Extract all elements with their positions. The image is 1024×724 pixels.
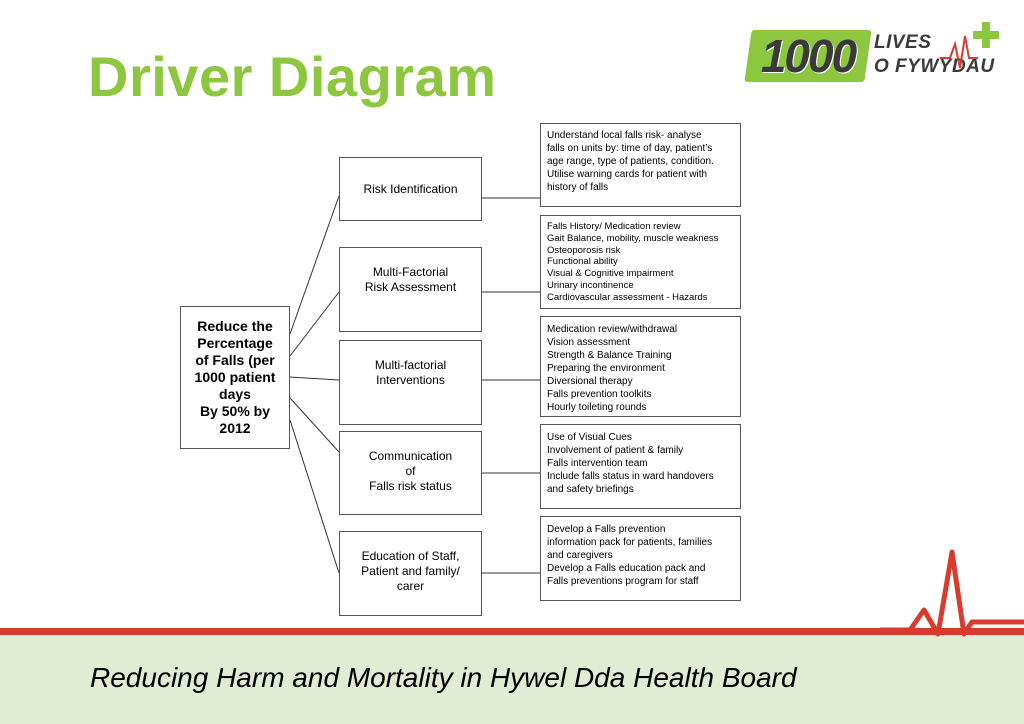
- driver-label: Interventions: [376, 373, 445, 387]
- footer-band: [0, 632, 1024, 724]
- goal-line: By 50% by: [199, 403, 271, 419]
- driver-label: of: [405, 464, 416, 478]
- driver-label: Multi-Factorial: [372, 265, 449, 279]
- driver-label: Falls risk status: [369, 479, 452, 493]
- driver-communication: Communication of Falls risk status: [339, 431, 482, 515]
- connector-goal-driver-5: [289, 419, 340, 574]
- goal-line: Percentage: [197, 335, 273, 351]
- change-idea-line: Falls prevention toolkits: [547, 389, 652, 400]
- change-idea-line: history of falls: [547, 182, 609, 193]
- driver-label: Risk Identification: [363, 181, 458, 196]
- driver-label: Risk Assessment: [364, 280, 457, 294]
- change-ideas-communication: Use of Visual Cues Involvement of patien…: [540, 424, 741, 509]
- change-idea-line: Hourly toileting rounds: [547, 402, 647, 413]
- connector-goal-driver-3: [289, 376, 340, 381]
- driver-label: Multi-factorial: [374, 358, 447, 372]
- change-ideas-education: Develop a Falls prevention information p…: [540, 516, 741, 601]
- change-idea-line: Medication review/withdrawal: [547, 324, 678, 335]
- goal-line: 1000 patient: [194, 369, 276, 385]
- change-idea-line: Develop a Falls prevention: [547, 524, 666, 535]
- change-ideas-risk-identification: Understand local falls risk- analyse fal…: [540, 123, 741, 207]
- goal-box: Reduce the Percentage of Falls (per 1000…: [180, 306, 290, 449]
- change-idea-line: Involvement of patient & family: [547, 445, 684, 456]
- goal-line: 2012: [219, 420, 251, 436]
- change-idea-line: Vision assessment: [547, 337, 631, 348]
- driver-risk-identification: Risk Identification: [339, 157, 482, 221]
- change-idea-line: Visual & Cognitive impairment: [547, 268, 674, 280]
- change-idea-line: information pack for patients, families: [547, 537, 713, 548]
- footer-text: Reducing Harm and Mortality in Hywel Dda…: [90, 662, 797, 693]
- driver-risk-assessment: Multi-Factorial Risk Assessment: [339, 247, 482, 332]
- connector-goal-driver-1: [289, 195, 340, 335]
- change-idea-line: Cardiovascular assessment - Hazards: [547, 291, 708, 303]
- change-idea-line: Falls intervention team: [547, 458, 648, 469]
- slide-title: Driver Diagram: [88, 45, 497, 108]
- change-ideas-risk-assessment: Falls History/ Medication review Gait Ba…: [540, 215, 741, 309]
- change-idea-line: Use of Visual Cues: [547, 432, 632, 443]
- change-idea-line: Falls History/ Medication review: [547, 221, 681, 232]
- driver-label: carer: [396, 579, 425, 593]
- change-idea-line: Understand local falls risk- analyse: [547, 130, 702, 141]
- connector-goal-driver-2: [289, 291, 340, 357]
- logo-line-1: LIVES: [874, 32, 932, 53]
- goal-line: of Falls (per: [195, 352, 275, 368]
- change-idea-line: Functional ability: [547, 256, 618, 268]
- change-idea-line: Diversional therapy: [547, 376, 633, 387]
- change-idea-line: falls on units by: time of day, patient’…: [547, 143, 713, 154]
- change-idea-line: Strength & Balance Training: [547, 350, 672, 361]
- connector-goal-driver-4: [289, 397, 340, 453]
- change-idea-line: Urinary incontinence: [547, 279, 634, 291]
- driver-education: Education of Staff, Patient and family/ …: [339, 531, 482, 616]
- change-idea-line: Gait Balance, mobility, muscle weakness: [547, 232, 719, 244]
- goal-line: days: [219, 386, 251, 402]
- change-idea-line: Osteoporosis risk: [547, 244, 621, 256]
- logo-pulse-cross-icon: [940, 22, 999, 69]
- footer-rule: [0, 628, 1024, 635]
- change-idea-line: Preparing the environment: [547, 363, 665, 374]
- driver-interventions: Multi-factorial Interventions: [339, 340, 482, 425]
- change-idea-line: and safety briefings: [547, 484, 634, 495]
- change-idea-line: and caregivers: [547, 550, 613, 561]
- change-ideas-interventions: Medication review/withdrawal Vision asse…: [540, 316, 741, 417]
- change-idea-line: Include falls status in ward handovers: [547, 471, 714, 482]
- change-idea-line: age range, type of patients, condition.: [547, 156, 714, 167]
- change-idea-line: Falls preventions program for staff: [547, 576, 699, 587]
- change-idea-line: Develop a Falls education pack and: [547, 563, 706, 574]
- 1000-lives-logo: 1000 LIVES O FYWYDAU: [744, 18, 1008, 88]
- goal-line: Reduce the: [197, 318, 273, 334]
- driver-label: Patient and family/: [361, 564, 460, 578]
- change-idea-line: Utilise warning cards for patient with: [547, 169, 708, 180]
- heartbeat-pulse-icon: [880, 549, 1024, 637]
- driver-label: Communication: [368, 449, 453, 463]
- logo-line-2: O FYWYDAU: [874, 56, 995, 77]
- driver-label: Education of Staff,: [361, 549, 460, 563]
